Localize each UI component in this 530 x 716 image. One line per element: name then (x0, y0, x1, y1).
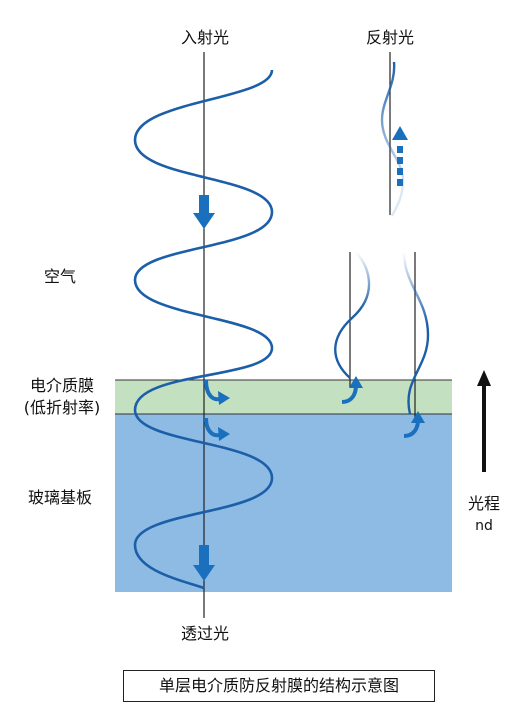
transmitted-light-label: 透过光 (180, 624, 230, 643)
glass-label: 玻璃基板 (28, 488, 93, 507)
air-label: 空气 (44, 267, 77, 286)
reflection-curve-arrow-top (204, 379, 230, 405)
reflected-light-label: 反射光 (365, 28, 415, 47)
incident-light-label: 入射光 (180, 28, 230, 47)
incident-wave (133, 69, 274, 590)
optical-path-arrow (477, 370, 491, 472)
nd-label: nd (475, 518, 493, 534)
optical-path-label: 光程 (467, 494, 501, 513)
reflection-curve-arrow-bottom (204, 417, 230, 441)
reflected-direction-arrow (392, 126, 408, 186)
glass-reflection-wave (402, 251, 430, 415)
film-reflection-arrow (341, 376, 363, 404)
film-layer (115, 380, 452, 414)
glass-layer (115, 414, 452, 592)
diagram-caption: 单层电介质防反射膜的结构示意图 (123, 670, 435, 702)
film-reflection-wave (334, 251, 371, 379)
glass-reflection-arrow (403, 411, 425, 438)
film-index-label: (低折射率) (23, 398, 101, 417)
transmitted-direction-arrow (193, 545, 215, 581)
film-label: 电介质膜 (29, 376, 95, 395)
incident-direction-arrow (193, 195, 215, 229)
reflected-wave (380, 61, 405, 217)
